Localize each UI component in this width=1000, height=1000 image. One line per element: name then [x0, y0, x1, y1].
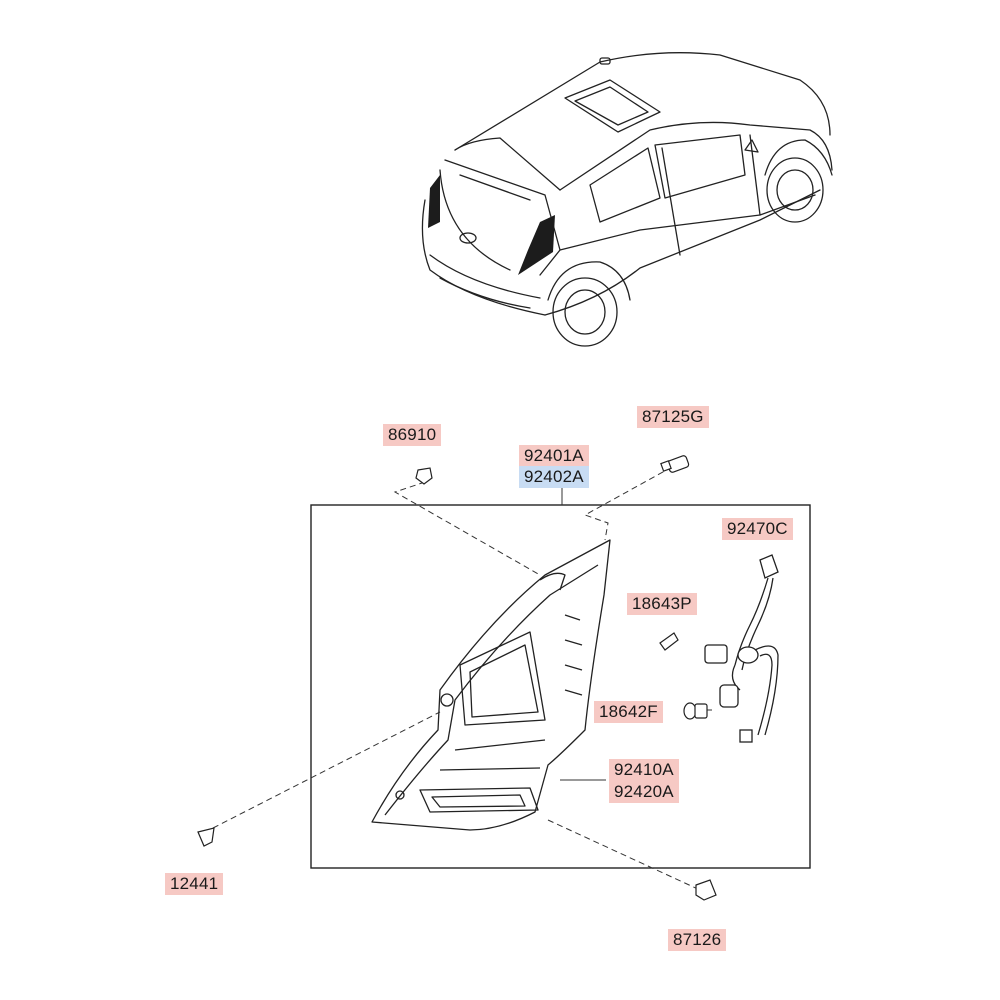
part-12441-screw[interactable]	[197, 827, 215, 847]
tail-lamp-assembly	[371, 539, 611, 831]
label-92420A[interactable]: 92420A	[609, 781, 679, 803]
detail-frame	[310, 504, 811, 869]
part-18642F-bulb[interactable]	[683, 702, 708, 720]
part-92470C-wiring-harness[interactable]	[704, 554, 779, 743]
part-86910-clip[interactable]	[415, 467, 433, 485]
leader-lines	[212, 466, 701, 891]
car-left-taillamp	[428, 175, 440, 228]
label-12441[interactable]: 12441	[165, 873, 224, 895]
label-87125G[interactable]: 87125G	[637, 406, 709, 428]
label-92470C[interactable]: 92470C	[722, 518, 793, 540]
car-illustration	[421, 52, 833, 347]
part-87125G-stud[interactable]	[660, 455, 690, 473]
part-87126-nut[interactable]	[695, 879, 717, 901]
label-18642F[interactable]: 18642F	[594, 701, 663, 723]
car-right-taillamp	[518, 215, 555, 275]
label-92410A[interactable]: 92410A	[609, 759, 679, 781]
label-92402A[interactable]: 92402A	[519, 466, 589, 488]
label-18643P[interactable]: 18643P	[627, 593, 697, 615]
label-92401A[interactable]: 92401A	[519, 445, 589, 467]
label-87126[interactable]: 87126	[668, 929, 727, 951]
part-18643P-bulb[interactable]	[659, 632, 679, 651]
label-86910[interactable]: 86910	[383, 424, 442, 446]
leader-lines-solid	[560, 488, 712, 781]
